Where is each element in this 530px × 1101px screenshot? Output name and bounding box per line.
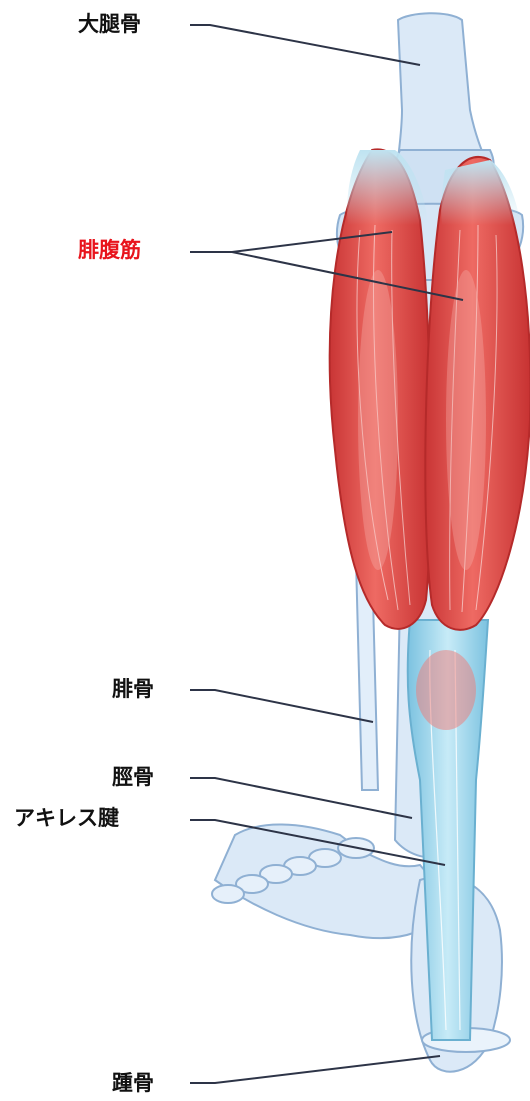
label-calcaneus: 踵骨 [112,1071,154,1095]
leader-line-fibula [190,690,373,722]
label-achilles-tendon: アキレス腱 [14,806,119,830]
label-tibia: 脛骨 [112,765,154,789]
leader-line-calcaneus [190,1056,440,1083]
label-fibula: 腓骨 [112,677,154,701]
label-femur: 大腿骨 [78,12,141,36]
label-gastrocnemius: 腓腹筋 [78,238,141,262]
leader-line-femur [190,25,420,65]
